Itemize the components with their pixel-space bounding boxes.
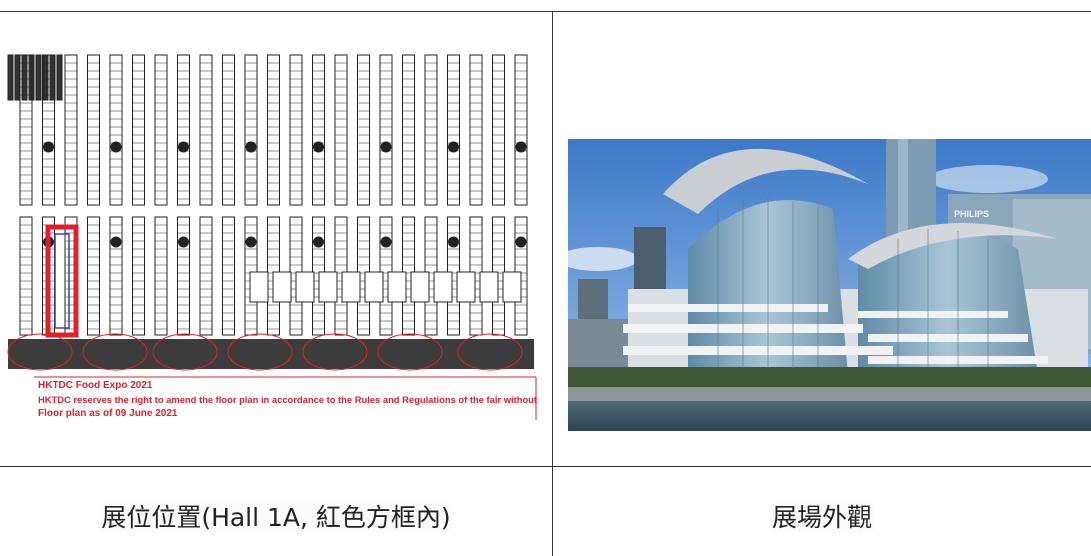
floor-plan-date: Floor plan as of 09 June 2021 [38, 408, 178, 419]
venue-photo-drawing: PHILIPS [568, 139, 1091, 431]
booth-highlight-box [45, 224, 79, 338]
floor-plan-drawing [7, 54, 537, 420]
table-row-divider [0, 466, 1091, 467]
floor-plan-image: HKTDC Food Expo 2021 HKTDC reserves the … [0, 47, 538, 420]
venue-exterior-photo: PHILIPS [568, 139, 1091, 431]
floor-plan-notice: HKTDC reserves the right to amend the fl… [38, 394, 538, 405]
table-column-divider [552, 11, 553, 556]
venue-caption: 展場外觀 [553, 498, 1091, 538]
table-top-border [0, 11, 1091, 12]
philips-sign: PHILIPS [954, 209, 989, 219]
floor-plan-title: HKTDC Food Expo 2021 [38, 380, 153, 391]
floor-plan-caption: 展位位置(Hall 1A, 紅色方框內) [0, 498, 552, 538]
floor-plan-caption-text: 展位位置(Hall 1A, 紅色方框內) [99, 503, 453, 532]
venue-caption-text: 展場外觀 [769, 503, 874, 532]
